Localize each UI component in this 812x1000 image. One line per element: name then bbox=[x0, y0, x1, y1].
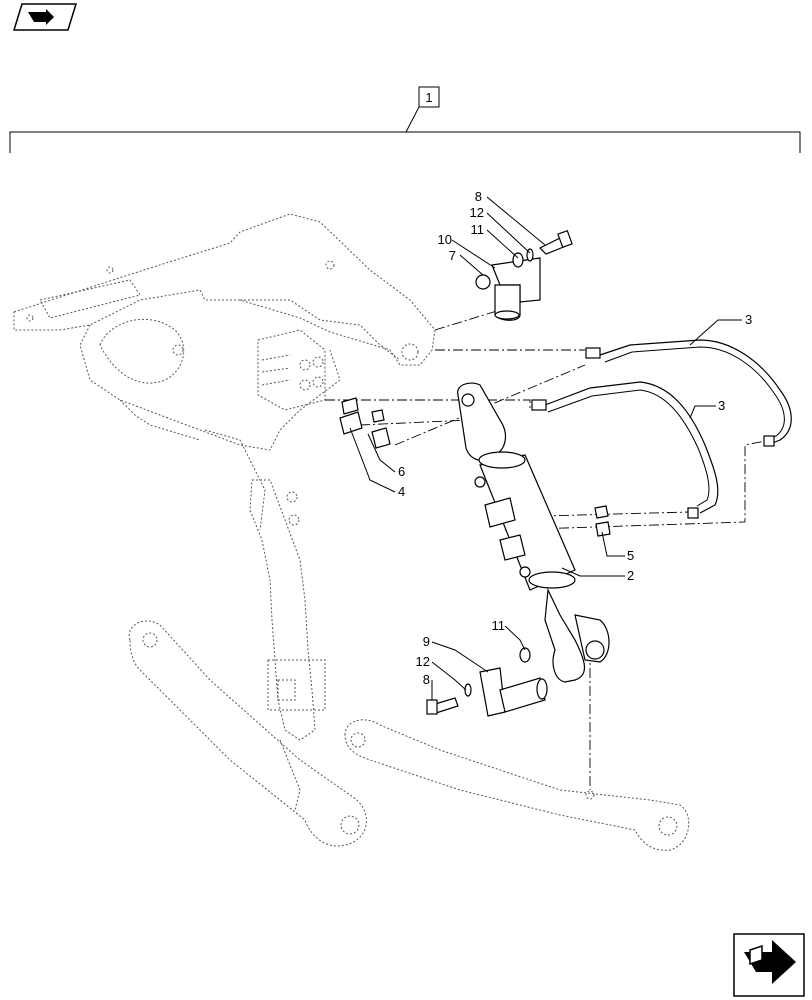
leader-lines bbox=[349, 196, 742, 700]
callout-12-upper: 12 bbox=[470, 205, 484, 220]
callout-10: 10 bbox=[438, 232, 452, 247]
callout-11-upper: 11 bbox=[471, 222, 485, 237]
ghost-lower-link-right bbox=[344, 719, 690, 851]
ghost-lower-link-left bbox=[128, 620, 367, 847]
hydraulic-pipe-3-upper bbox=[585, 339, 792, 447]
upper-pin-assembly bbox=[475, 229, 573, 321]
callout-12-lower: 12 bbox=[416, 654, 430, 669]
callout-3-upper: 3 bbox=[745, 312, 752, 327]
callout-3-lower: 3 bbox=[718, 398, 725, 413]
lower-pin-assembly bbox=[426, 647, 548, 717]
ghost-lift-rod bbox=[249, 479, 326, 741]
washer-12-lower bbox=[464, 683, 472, 697]
callout-8-upper: 8 bbox=[475, 189, 482, 204]
hydraulic-cylinder-2 bbox=[457, 382, 610, 683]
callout-5: 5 bbox=[627, 548, 634, 563]
fittings-4-6 bbox=[339, 397, 391, 449]
assembly-brace: 1 bbox=[9, 86, 801, 153]
ghost-valve-block bbox=[257, 329, 326, 411]
callout-9: 9 bbox=[423, 634, 430, 649]
callout-7: 7 bbox=[449, 248, 456, 263]
callout-6: 6 bbox=[398, 464, 405, 479]
nut-7 bbox=[475, 274, 491, 290]
callout-8-lower: 8 bbox=[423, 672, 430, 687]
hydraulic-pipe-3-lower bbox=[531, 381, 719, 519]
callout-4: 4 bbox=[398, 484, 405, 499]
callout-2: 2 bbox=[627, 568, 634, 583]
fittings-5 bbox=[594, 505, 611, 537]
previous-page-arrow-icon[interactable] bbox=[12, 3, 78, 31]
ghost-tractor-frame bbox=[13, 213, 436, 531]
next-page-arrow-icon[interactable] bbox=[733, 933, 805, 997]
callout-11-lower: 11 bbox=[492, 618, 506, 633]
assembly-label-box bbox=[418, 86, 440, 108]
bushing-11-upper bbox=[512, 252, 524, 268]
bushing-11-lower bbox=[519, 647, 531, 663]
assembly-label: 1 bbox=[425, 90, 432, 105]
callouts: 8 12 11 10 7 3 3 6 4 5 2 11 9 12 8 bbox=[398, 189, 752, 687]
